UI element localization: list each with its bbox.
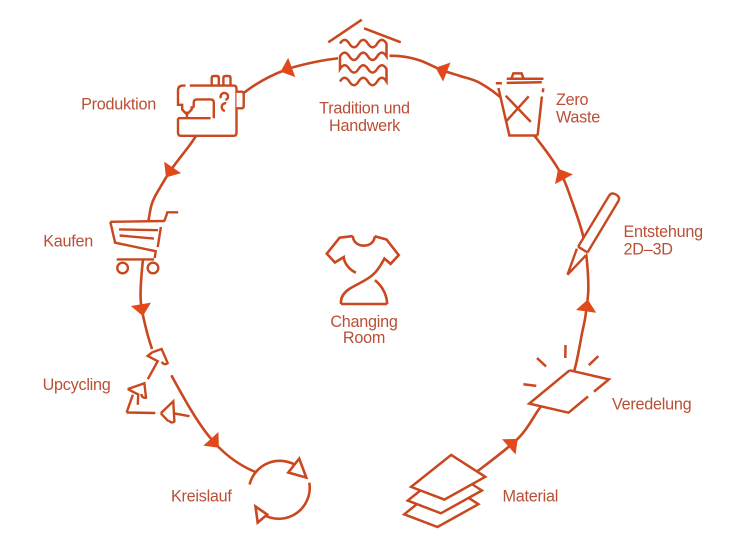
svg-text:Produktion: Produktion <box>81 96 156 114</box>
svg-text:Handwerk: Handwerk <box>329 117 401 135</box>
svg-text:Upcycling: Upcycling <box>43 376 111 394</box>
svg-text:2D–3D: 2D–3D <box>624 240 673 258</box>
svg-text:Kaufen: Kaufen <box>43 233 93 251</box>
svg-text:Changing: Changing <box>330 313 397 331</box>
svg-text:Veredelung: Veredelung <box>612 396 691 414</box>
svg-text:Zero: Zero <box>556 91 589 109</box>
svg-text:Tradition und: Tradition und <box>319 99 410 117</box>
svg-text:Entstehung: Entstehung <box>624 223 703 241</box>
svg-text:Room: Room <box>343 329 385 347</box>
svg-text:Waste: Waste <box>556 109 600 127</box>
svg-text:Kreislauf: Kreislauf <box>171 487 232 505</box>
svg-text:Material: Material <box>503 488 559 506</box>
